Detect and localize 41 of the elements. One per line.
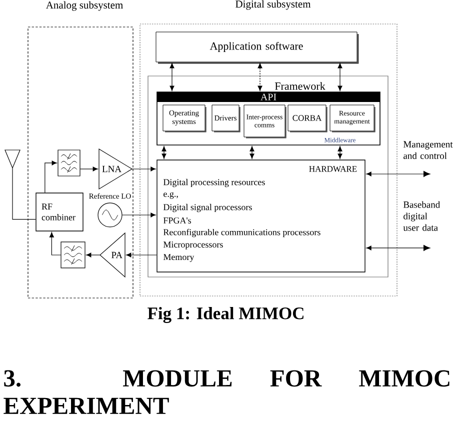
arrow bbox=[366, 171, 430, 177]
arrow bbox=[338, 63, 342, 91]
arrow bbox=[170, 63, 174, 91]
edge-label: Baseband digital user data bbox=[403, 201, 440, 231]
combiner-box: RF combiner bbox=[36, 192, 84, 232]
arrow bbox=[122, 212, 156, 218]
arrow bbox=[86, 252, 100, 258]
list-item: FPGA's bbox=[163, 217, 191, 224]
arrow bbox=[126, 252, 157, 258]
filter-symbol bbox=[60, 242, 86, 268]
list-item: e.g., bbox=[164, 192, 178, 199]
frame-heading: Analog subsystem bbox=[46, 1, 123, 11]
arrow bbox=[132, 166, 156, 172]
connector-line bbox=[12, 168, 36, 220]
arrow bbox=[44, 160, 57, 193]
list-item: Microprocessors bbox=[163, 242, 223, 250]
figure-caption: Fig 1: Ideal MIMOC bbox=[148, 306, 304, 323]
module-box: CORBA bbox=[288, 104, 328, 132]
arrow bbox=[258, 63, 262, 91]
arrow bbox=[162, 146, 166, 159]
list-item: Digital signal processors bbox=[163, 204, 252, 212]
list-item: Reconfigurable communications processors bbox=[163, 228, 320, 238]
box-heading: HARDWARE bbox=[309, 166, 357, 172]
box-heading: Framework bbox=[274, 82, 326, 90]
subsystem-box bbox=[140, 0, 398, 296]
edge-label: Management and control bbox=[403, 141, 453, 159]
arrow bbox=[250, 146, 254, 159]
arrow bbox=[80, 166, 98, 172]
list-item: Digital processing resources bbox=[163, 178, 265, 188]
arrow bbox=[49, 232, 62, 256]
list-item: Memory bbox=[163, 254, 194, 262]
subsystem-box bbox=[28, 1, 134, 298]
arrow bbox=[366, 245, 430, 251]
arrow bbox=[338, 146, 342, 159]
filter-symbol bbox=[58, 150, 80, 176]
frame-heading: Digital subsystem bbox=[236, 0, 311, 10]
software-box: Application software bbox=[156, 32, 359, 64]
framework-box bbox=[148, 76, 388, 278]
middleware-box bbox=[156, 92, 380, 146]
hardware-box bbox=[156, 160, 366, 272]
section-heading: 3. MODULE FOR MIMOC EXPERIMENT bbox=[4, 370, 450, 414]
